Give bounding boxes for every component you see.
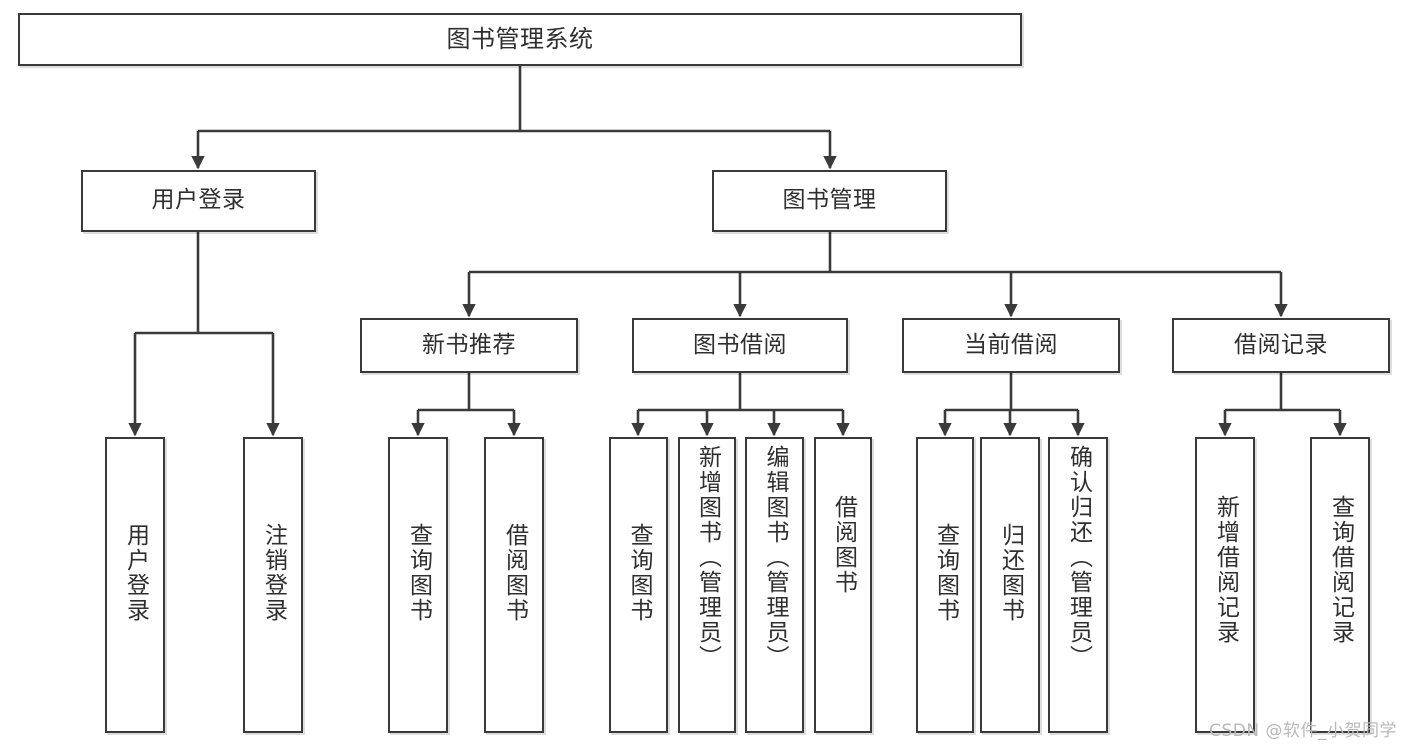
node-leaf-new-1[interactable]: 查询图书 <box>388 437 448 733</box>
node-label: 用户登录 <box>151 187 246 214</box>
node-leaf-cur-3[interactable]: 确认归还（管理员） <box>1048 437 1108 733</box>
node-leaf-login-1[interactable]: 用户登录 <box>105 437 165 733</box>
node-leaf-cur-2[interactable]: 归还图书 <box>980 437 1040 733</box>
node-leaf-borrow-3[interactable]: 编辑图书（管理员） <box>745 437 804 733</box>
node-current[interactable]: 当前借阅 <box>902 318 1120 373</box>
node-label: 查询图书 <box>932 523 959 623</box>
node-label: 查询图书 <box>626 523 652 623</box>
node-record[interactable]: 借阅记录 <box>1172 318 1390 373</box>
node-label: 图书借阅 <box>693 331 787 358</box>
node-label: 确认归还（管理员） <box>1065 445 1092 670</box>
node-leaf-rec-2[interactable]: 查询借阅记录 <box>1310 437 1370 733</box>
node-label: 归还图书 <box>997 523 1024 623</box>
node-leaf-borrow-2[interactable]: 新增图书（管理员） <box>678 437 736 733</box>
node-label: 编辑图书（管理员） <box>762 445 788 670</box>
node-borrow[interactable]: 图书借阅 <box>632 318 848 373</box>
node-label: 查询图书 <box>405 523 432 623</box>
node-login[interactable]: 用户登录 <box>81 170 316 232</box>
node-label: 借阅图书 <box>501 523 528 623</box>
node-label: 当前借阅 <box>964 331 1058 358</box>
node-label: 新书推荐 <box>422 331 516 358</box>
node-label: 查询借阅记录 <box>1327 495 1354 645</box>
node-leaf-cur-1[interactable]: 查询图书 <box>916 437 974 733</box>
node-label: 新增借阅记录 <box>1212 495 1239 645</box>
node-leaf-rec-1[interactable]: 新增借阅记录 <box>1195 437 1255 733</box>
node-label: 注销登录 <box>260 523 287 623</box>
node-leaf-new-2[interactable]: 借阅图书 <box>484 437 544 733</box>
node-label: 借阅记录 <box>1234 331 1328 358</box>
node-label: 新增图书（管理员） <box>694 445 721 670</box>
node-leaf-borrow-1[interactable]: 查询图书 <box>609 437 668 733</box>
node-label: 图书管理 <box>782 187 877 214</box>
node-label: 用户登录 <box>122 523 149 623</box>
node-bookmgmt[interactable]: 图书管理 <box>712 170 947 232</box>
node-leaf-login-2[interactable]: 注销登录 <box>243 437 303 733</box>
node-root[interactable]: 图书管理系统 <box>18 13 1022 66</box>
node-label: 图书管理系统 <box>446 25 594 54</box>
node-newbook[interactable]: 新书推荐 <box>360 318 578 373</box>
node-leaf-borrow-4[interactable]: 借阅图书 <box>814 437 872 733</box>
node-label: 借阅图书 <box>830 495 857 595</box>
csdn-watermark: CSDN @软件_小贺同学 <box>1209 721 1397 741</box>
